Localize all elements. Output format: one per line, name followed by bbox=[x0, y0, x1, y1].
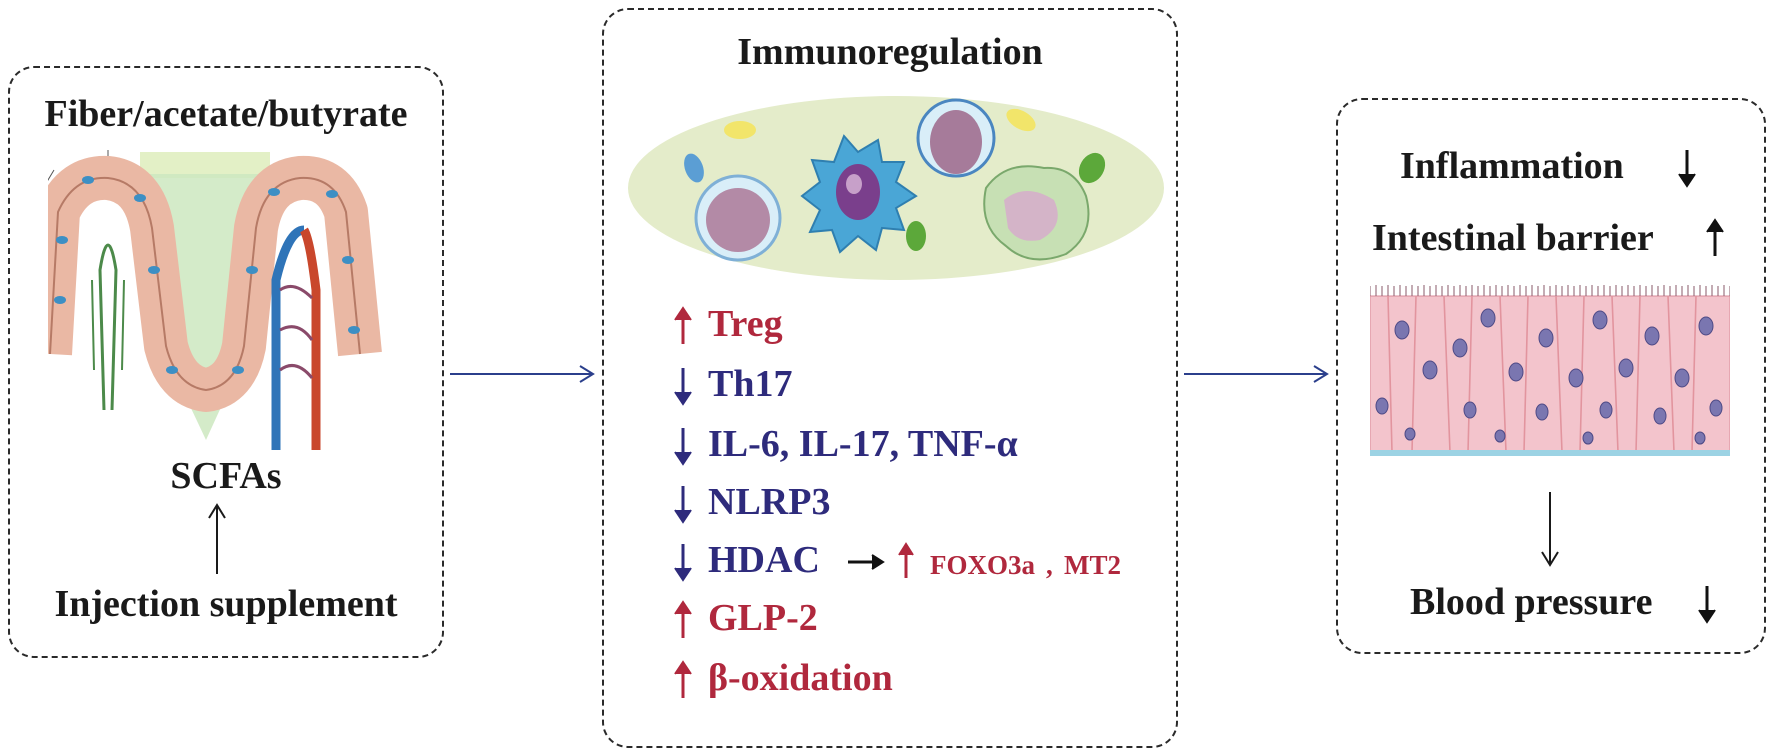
down-arrow-icon bbox=[674, 486, 692, 524]
beta-oxidation-label: β-oxidation bbox=[708, 657, 893, 699]
intestinal-epithelium-icon bbox=[1370, 285, 1730, 456]
down-arrow-icon bbox=[674, 368, 692, 406]
scfas-label: SCFAs bbox=[170, 455, 282, 497]
inflammation-label: Inflammation bbox=[1400, 145, 1624, 187]
right-panel bbox=[1336, 98, 1766, 654]
middle-panel bbox=[602, 8, 1178, 748]
cytokines-label: IL-6, IL-17, TNF-α bbox=[708, 423, 1018, 465]
up-arrow-icon bbox=[674, 306, 692, 344]
glp2-label: GLP-2 bbox=[708, 597, 818, 639]
intestinal-barrier-label: Intestinal barrier bbox=[1372, 217, 1654, 259]
injection-supplement-label: Injection supplement bbox=[54, 583, 398, 625]
nlrp3-label: NLRP3 bbox=[708, 481, 831, 523]
down-arrow-icon bbox=[674, 428, 692, 466]
blood-pressure-label: Blood pressure bbox=[1410, 581, 1653, 623]
hdac-label: HDAC bbox=[708, 539, 820, 581]
intestinal-villi-icon bbox=[48, 150, 382, 450]
middle-panel-title: Immunoregulation bbox=[737, 31, 1043, 73]
down-arrow-icon bbox=[1541, 492, 1559, 567]
down-arrow-icon bbox=[1678, 150, 1696, 188]
up-arrow-icon bbox=[674, 600, 692, 638]
immune-cells-icon bbox=[628, 96, 1164, 280]
mt2-label: MT2 bbox=[1064, 550, 1121, 580]
up-arrow-icon bbox=[208, 503, 226, 574]
foxo3a-label: FOXO3a bbox=[930, 550, 1035, 580]
foxo3a-separator: , bbox=[1046, 550, 1053, 580]
left-panel-title: Fiber/acetate/butyrate bbox=[44, 93, 408, 135]
left-panel bbox=[8, 66, 444, 658]
up-arrow-icon bbox=[1706, 218, 1724, 256]
th17-label: Th17 bbox=[708, 363, 793, 405]
up-arrow-icon bbox=[898, 542, 914, 578]
down-arrow-icon bbox=[1698, 586, 1716, 624]
up-arrow-icon bbox=[674, 660, 692, 698]
connector-middle-to-right-arrow bbox=[1184, 365, 1329, 383]
down-arrow-icon bbox=[674, 544, 692, 582]
right-arrow-icon bbox=[848, 554, 885, 570]
treg-label: Treg bbox=[708, 303, 783, 345]
connector-left-to-middle-arrow bbox=[450, 365, 595, 383]
